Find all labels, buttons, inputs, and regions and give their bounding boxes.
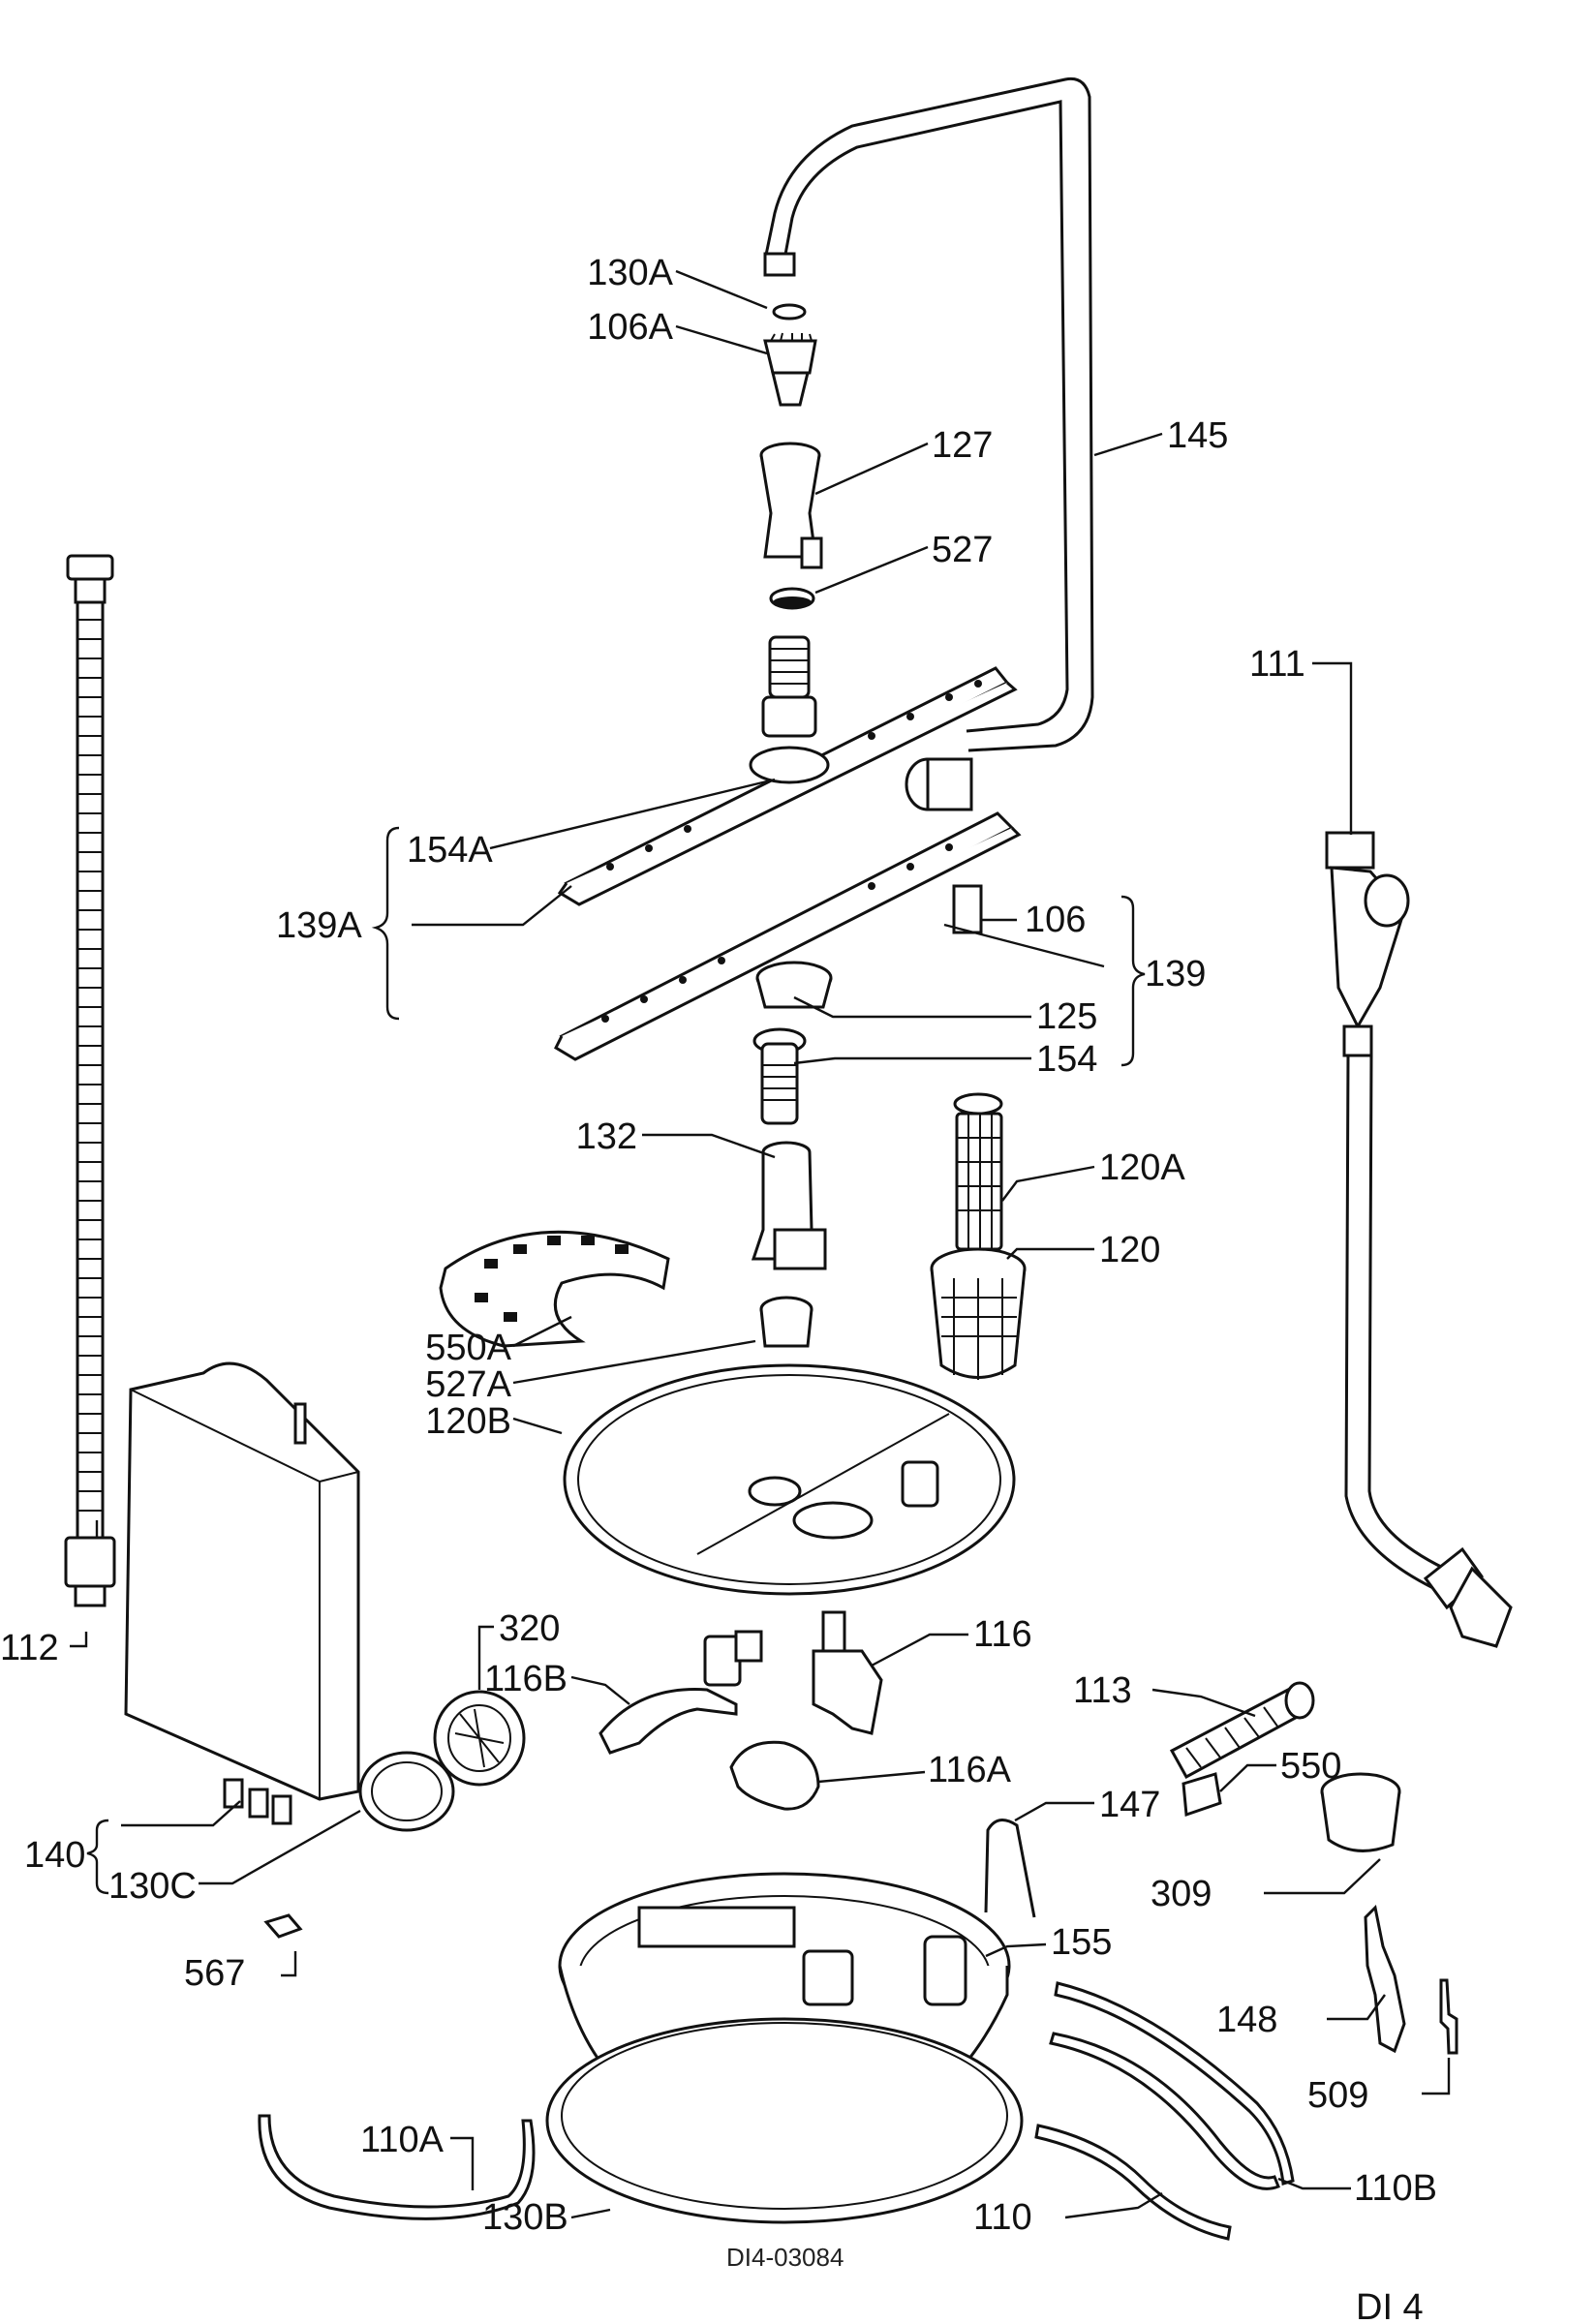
label-110a: 110A (360, 2120, 445, 2160)
label-130c: 130C (108, 1866, 197, 1907)
leader-lines (70, 269, 1451, 2219)
label-550: 550 (1280, 1746, 1341, 1787)
sheet-id: DI 4 (1356, 2287, 1424, 2324)
part-120a-filter (953, 1092, 1003, 1251)
label-155: 155 (1051, 1922, 1112, 1963)
part-106a-nut (763, 332, 817, 407)
part-145-spray-pipe (763, 76, 1094, 752)
part-113-screen-tube (1169, 1681, 1315, 1780)
label-116: 116 (973, 1614, 1032, 1655)
part-upper-arm-hub (761, 635, 817, 738)
part-139-lower-spray-arm (554, 811, 1022, 1061)
part-140-water-softener (124, 1361, 360, 1825)
part-309-cap (1320, 1772, 1401, 1852)
part-130b-gasket (545, 2017, 1024, 2224)
label-116a: 116A (928, 1750, 1012, 1790)
label-309: 309 (1151, 1874, 1212, 1914)
part-110b-hose-b (1049, 2032, 1280, 2190)
label-154: 154 (1036, 1039, 1097, 1080)
part-130a-ring (772, 303, 807, 321)
label-127: 127 (932, 425, 993, 466)
label-113: 113 (1073, 1670, 1132, 1711)
label-112: 112 (0, 1628, 59, 1668)
part-550a-grate (439, 1230, 670, 1348)
label-132: 132 (576, 1116, 637, 1157)
part-pipe-connector (905, 757, 973, 811)
label-148: 148 (1216, 2000, 1277, 2040)
label-527: 527 (932, 530, 993, 570)
label-550a: 550A (425, 1328, 511, 1368)
part-116b-housing (598, 1630, 763, 1755)
part-127-coupling (759, 442, 823, 569)
label-154a: 154A (407, 830, 493, 871)
label-320: 320 (499, 1608, 560, 1649)
label-139a: 139A (276, 905, 362, 946)
label-567: 567 (184, 1953, 245, 1994)
part-110a-hose (258, 2114, 536, 2220)
label-106: 106 (1025, 900, 1086, 940)
part-148-bracket (1364, 1904, 1406, 2054)
label-110: 110 (973, 2197, 1032, 2238)
part-116-valve (812, 1610, 883, 1735)
part-110b-hose (1054, 1981, 1295, 2186)
label-120a: 120A (1099, 1147, 1185, 1188)
part-320-wheel (433, 1690, 526, 1787)
part-154-nut (752, 1027, 807, 1125)
part-116a-cap (729, 1740, 820, 1811)
label-130a: 130A (587, 253, 673, 293)
part-106-clip (952, 884, 983, 934)
label-140: 140 (24, 1835, 85, 1876)
label-147: 147 (1099, 1785, 1160, 1825)
label-111: 111 (1249, 644, 1305, 685)
part-567-clip (263, 1913, 303, 1939)
group-brackets (86, 826, 1146, 1895)
part-120b-microfilter-plate (563, 1363, 1016, 1596)
part-labels: 130A 106A 127 145 527 111 154A 139A 106 … (0, 253, 1437, 2324)
part-132-tube (751, 1141, 827, 1270)
part-550-pad (1182, 1772, 1222, 1818)
label-145: 145 (1167, 415, 1228, 456)
part-509-clip (1439, 1978, 1458, 2055)
part-110-hose (1034, 2124, 1232, 2241)
label-509: 509 (1307, 2075, 1368, 2116)
part-120-filter-cup (930, 1247, 1027, 1380)
label-110b: 110B (1354, 2168, 1437, 2209)
label-120: 120 (1099, 1230, 1160, 1270)
part-125-hub (755, 961, 833, 1009)
drawing-number: DI4-03084 (726, 2243, 844, 2272)
label-116b: 116B (484, 1659, 568, 1699)
part-147-clip (984, 1819, 1036, 1918)
label-106a: 106A (587, 307, 673, 348)
part-527-ring (769, 587, 815, 610)
label-120b: 120B (425, 1401, 511, 1442)
part-154a-upper-spray-arm (557, 666, 1018, 906)
label-139: 139 (1145, 954, 1206, 994)
part-112-inlet-hose (64, 554, 116, 1607)
label-130b: 130B (482, 2197, 568, 2238)
label-527a: 527A (425, 1364, 511, 1405)
label-125: 125 (1036, 996, 1097, 1037)
part-527a-ring (759, 1296, 813, 1348)
part-130c-seal (358, 1751, 455, 1832)
part-111-drain-hose (1325, 831, 1513, 1648)
